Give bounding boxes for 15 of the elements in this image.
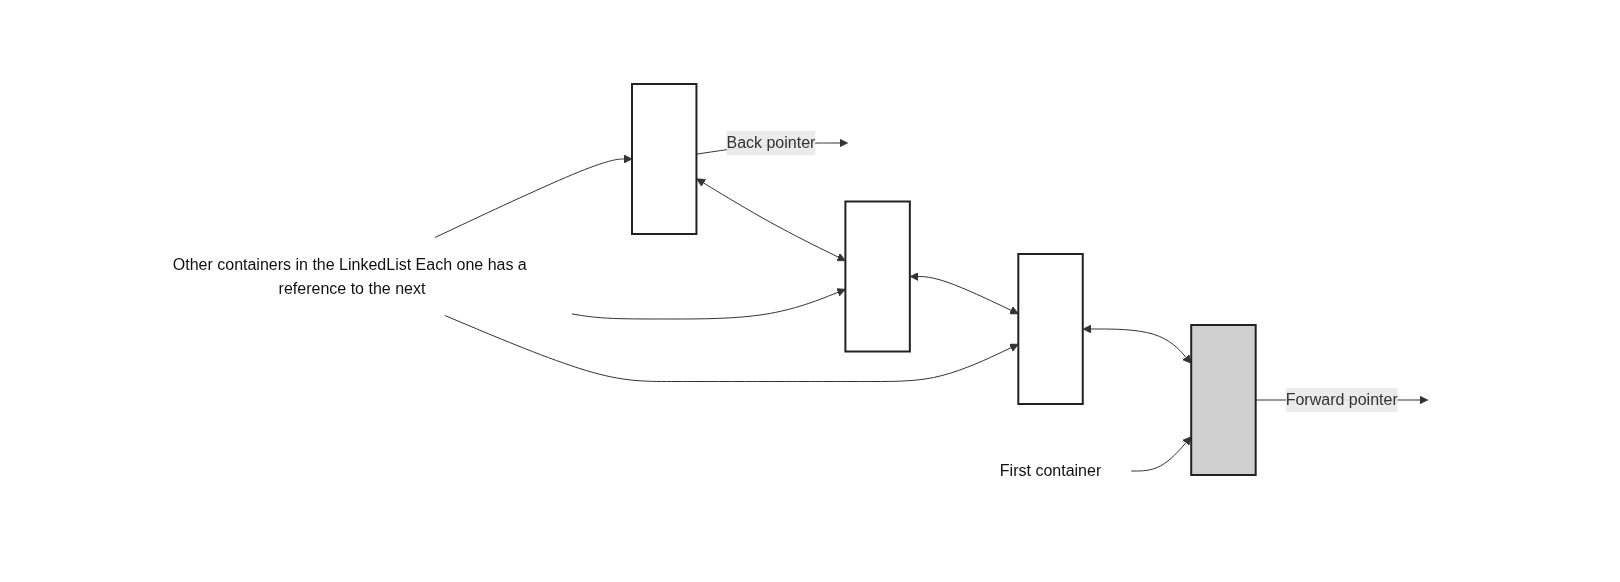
edge-label: Back pointer [726,134,816,151]
node-box [1190,324,1257,476]
node-box [844,200,911,353]
arrow [1130,436,1192,472]
node-box [1017,253,1084,405]
edge-label: Forward pointer [1285,391,1398,408]
arrow [444,315,1019,382]
node-box [631,83,698,235]
arrow [910,272,1019,315]
node-text: Other containers in the LinkedList Each one has a reference to the next [172,255,527,297]
arrow [571,288,846,320]
arrow [434,154,633,238]
node-text: First container [999,462,1102,479]
arrow [696,178,846,262]
arrow [1082,324,1192,364]
